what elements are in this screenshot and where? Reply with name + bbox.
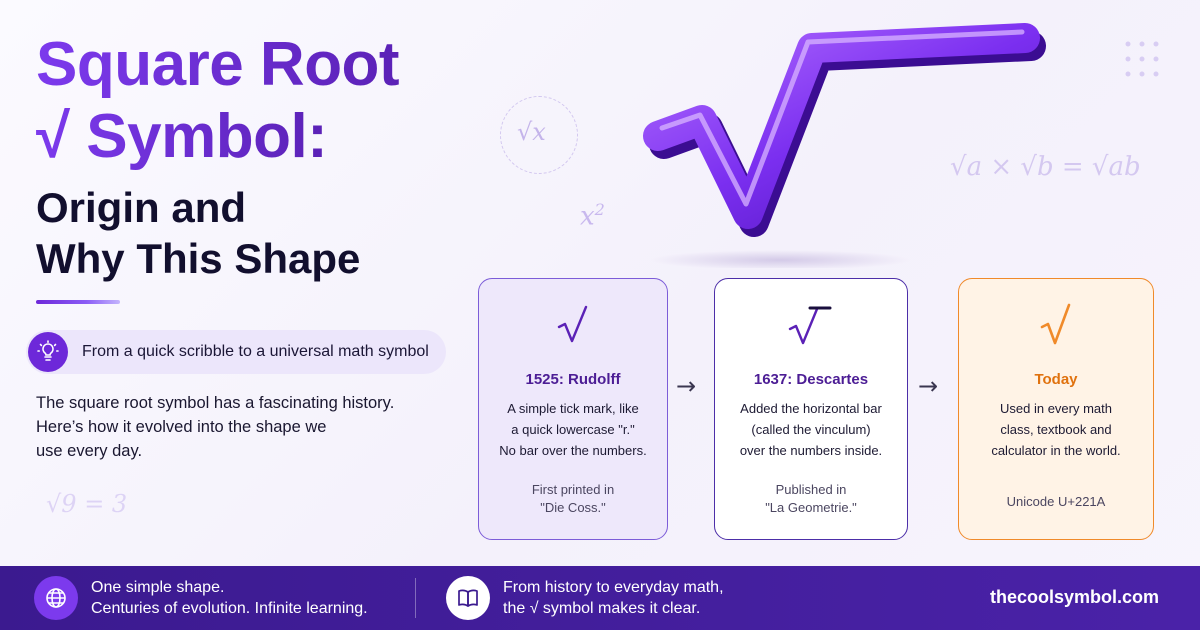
title-line-2: √ Symbol: (36, 102, 328, 171)
title-line-4: Why This Shape (36, 235, 361, 282)
card-body-line: Used in every math (1000, 401, 1112, 416)
footer-mid-line: From history to everyday math, (503, 579, 724, 596)
x-squared-exponent: 2 (594, 200, 605, 219)
footer-left-line: Centuries of evolution. Infinite learnin… (91, 600, 368, 617)
footer-mid-line: the √ symbol makes it clear. (503, 600, 701, 617)
card-body: Used in every math class, textbook and c… (959, 398, 1153, 461)
card-descartes: 1637: Descartes Added the horizontal bar… (714, 278, 908, 540)
intro-line: Here’s how it evolved into the shape we (36, 418, 327, 436)
card-note: First printed in "Die Coss." (479, 481, 667, 517)
radical-tick-icon (479, 295, 667, 355)
book-icon (446, 576, 490, 620)
footer-mid-text: From history to everyday math, the √ sym… (503, 577, 724, 619)
intro-paragraph: The square root symbol has a fascinating… (36, 391, 416, 463)
footer-divider (415, 578, 416, 618)
arrow-right-icon: → (676, 372, 697, 400)
sqrt-x-decoration: √x (517, 118, 546, 146)
card-note-line: First printed in (531, 482, 615, 497)
card-note: Unicode U+221A (959, 493, 1153, 511)
x-squared-decoration: x2 (580, 200, 605, 232)
radical-modern-icon (959, 295, 1153, 355)
card-note-line: "La Geometrie." (765, 500, 857, 515)
tagline-text: From a quick scribble to a universal mat… (82, 343, 429, 360)
lightbulb-icon (28, 332, 68, 372)
card-note-line: "Die Coss." (540, 500, 606, 515)
card-note: Published in "La Geometrie." (715, 481, 907, 517)
site-link[interactable]: thecoolsymbol.com (990, 587, 1160, 607)
formula-decoration: √a × √b = √ab (950, 152, 1141, 182)
card-body-line: (called the vinculum) (751, 422, 871, 437)
card-body: A simple tick mark, like a quick lowerca… (479, 398, 667, 461)
title-underline (36, 300, 120, 304)
card-note-line: Published in (775, 482, 847, 497)
card-body-line: a quick lowercase "r." (511, 422, 635, 437)
card-title: 1525: Rudolff (525, 371, 621, 388)
globe-icon (34, 576, 78, 620)
sqrt9-decoration: √9 = 3 (46, 490, 128, 518)
card-body-line: Added the horizontal bar (740, 401, 882, 416)
title-line-3: Origin and (36, 184, 246, 231)
card-note-line: Unicode U+221A (1006, 494, 1106, 509)
intro-line: use every day. (36, 442, 143, 460)
title-line-1: Square Root (36, 30, 400, 99)
card-rudolff: 1525: Rudolff A simple tick mark, like a… (478, 278, 668, 540)
footer-left-text: One simple shape. Centuries of evolution… (91, 577, 368, 619)
arrow-right-icon: → (918, 372, 939, 400)
card-body: Added the horizontal bar (called the vin… (715, 398, 907, 461)
tagline-pill: From a quick scribble to a universal mat… (26, 330, 446, 374)
card-body-line: class, textbook and (1000, 422, 1112, 437)
footer-left-line: One simple shape. (91, 579, 225, 596)
footer-bar (0, 566, 1200, 630)
intro-line: The square root symbol has a fascinating… (36, 394, 395, 412)
x-squared-base: x (580, 201, 595, 232)
radical-vinculum-icon (715, 295, 907, 355)
card-body-line: No bar over the numbers. (499, 443, 647, 458)
card-body-line: calculator in the world. (991, 443, 1121, 458)
card-today: Today Used in every math class, textbook… (958, 278, 1154, 540)
card-body-line: A simple tick mark, like (507, 401, 639, 416)
radical-3d-illustration (643, 23, 1046, 268)
dot-grid-decoration (1125, 41, 1159, 77)
dashed-circle-decoration (500, 96, 578, 174)
card-title: 1637: Descartes (753, 371, 869, 388)
card-title: Today (1034, 371, 1078, 388)
card-body-line: over the numbers inside. (739, 443, 883, 458)
